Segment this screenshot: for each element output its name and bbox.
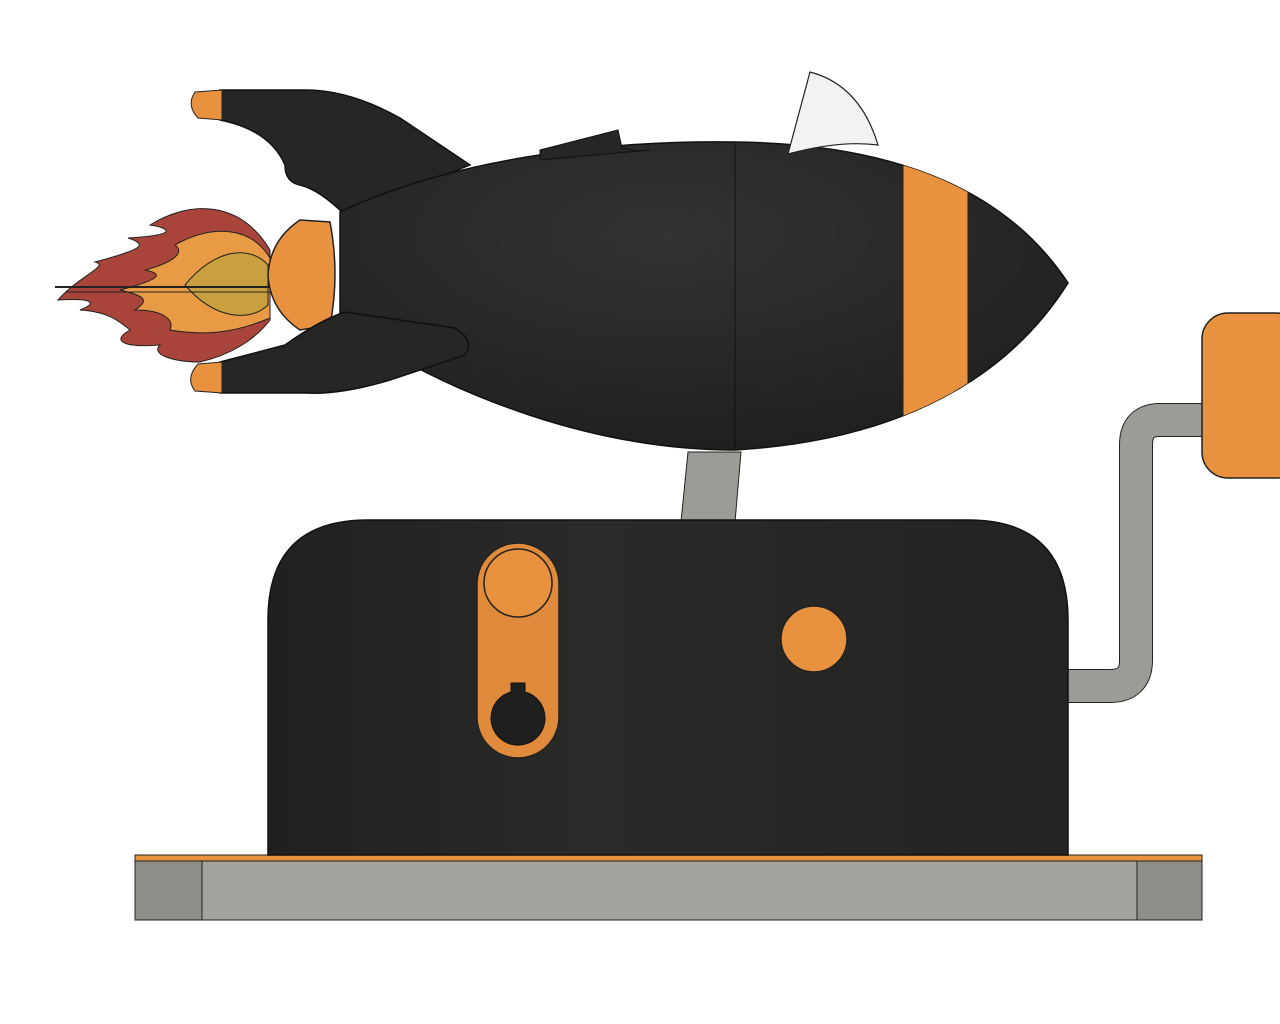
exhaust-flame — [55, 208, 271, 363]
top-fin — [190, 89, 472, 216]
bottom-fin — [190, 311, 470, 394]
rocket-body — [339, 129, 1069, 451]
rocket-stripe — [902, 141, 969, 450]
slider-pin — [483, 548, 553, 618]
keyhole — [490, 682, 546, 746]
crank-arm — [1068, 403, 1210, 703]
crank-handle — [1201, 312, 1280, 479]
base-plate — [134, 854, 1203, 921]
axle-cap — [780, 605, 848, 673]
rocket-nozzle — [267, 219, 336, 331]
housing — [267, 519, 1069, 856]
stand-pole — [680, 451, 742, 523]
cockpit-canopy — [787, 71, 879, 155]
